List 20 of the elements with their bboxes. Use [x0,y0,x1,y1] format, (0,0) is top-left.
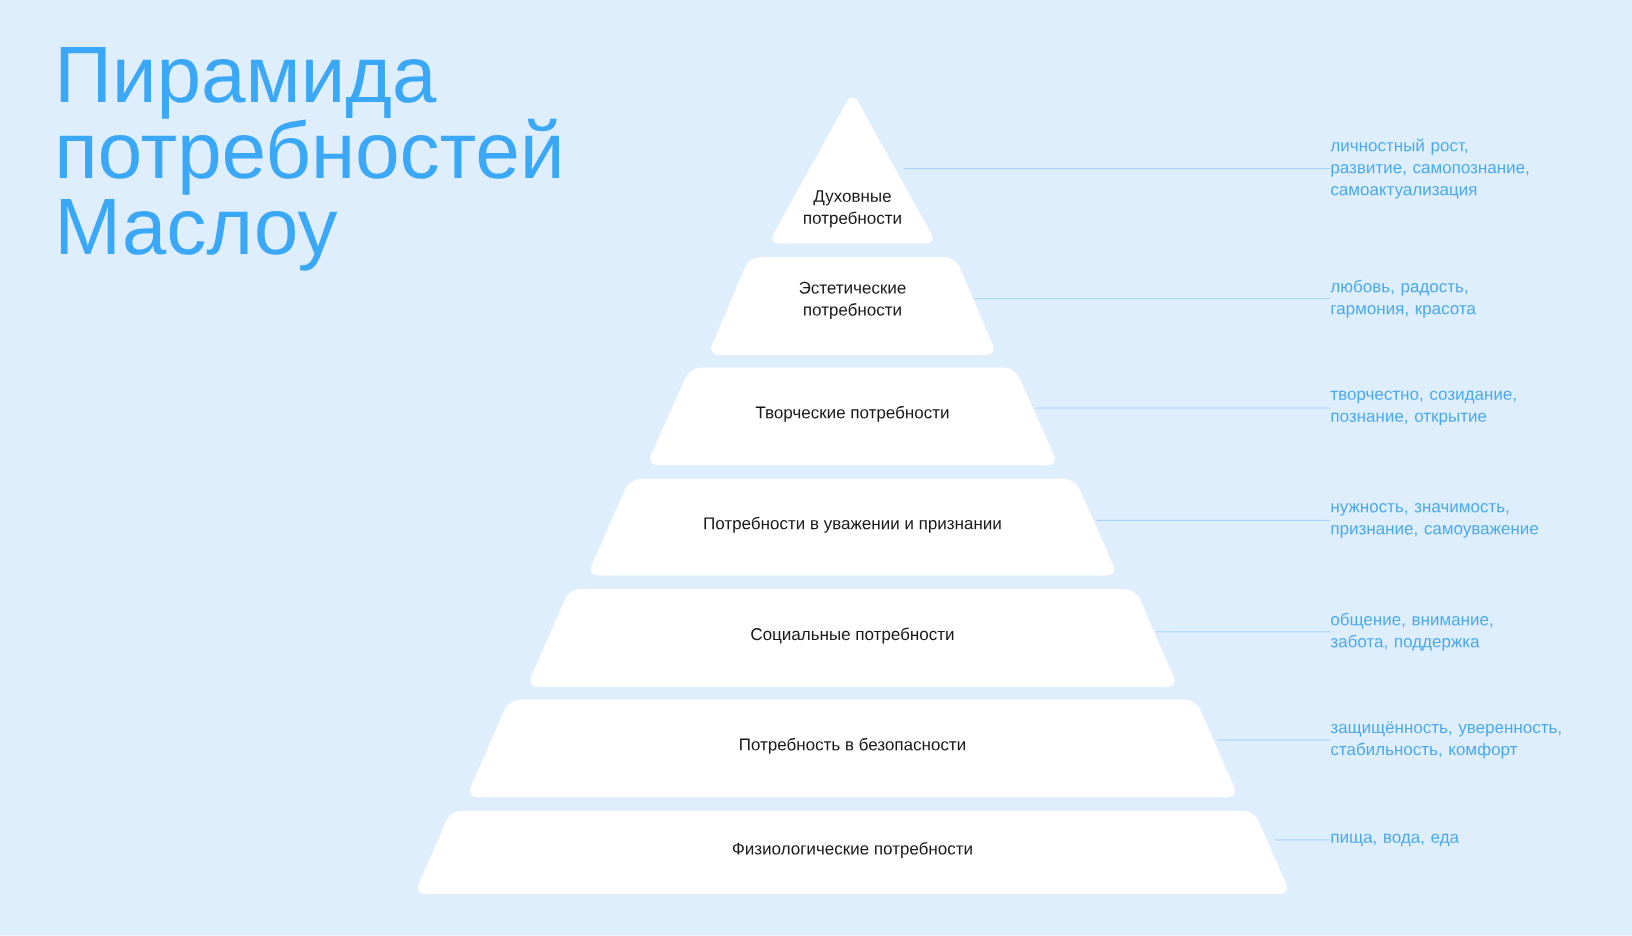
pyramid-tier: Физиологические потребности [417,810,1287,895]
description-text: защищённость, уверенность, стабильность, комфорт [1330,721,1561,759]
pyramid-tier: Потребность в безопасности [469,699,1235,798]
pyramid-tier: Духовные потребности [772,97,933,244]
description-text: любовь, радость, гармония, красота [1330,279,1476,318]
pyramid-tier: Потребности в уважении и признании [590,478,1115,576]
description-text: общение, внимание, забота, поддержка [1330,612,1493,651]
description-text: творчестно, созидание, познание, открытие [1330,390,1516,426]
title: Пирамида потребностей Маслоу [59,47,559,271]
description-text: пища, вода, еда [1331,833,1460,847]
leader-line [1273,839,1331,841]
leader-line [974,298,1331,300]
leader-line [1156,631,1331,633]
pyramid-tier: Эстетические потребности [711,257,994,356]
description-text: личностный рост, развитие, самопознание, самоактуализация [1330,138,1529,199]
leader-line [1095,520,1331,521]
description-text: нужность, значимость, признание, самоуважение [1331,503,1538,538]
pyramid-tier: Творческие потребности [650,367,1055,466]
pyramid-tier: Социальные потребности [530,589,1175,688]
leader-line [903,168,1331,170]
